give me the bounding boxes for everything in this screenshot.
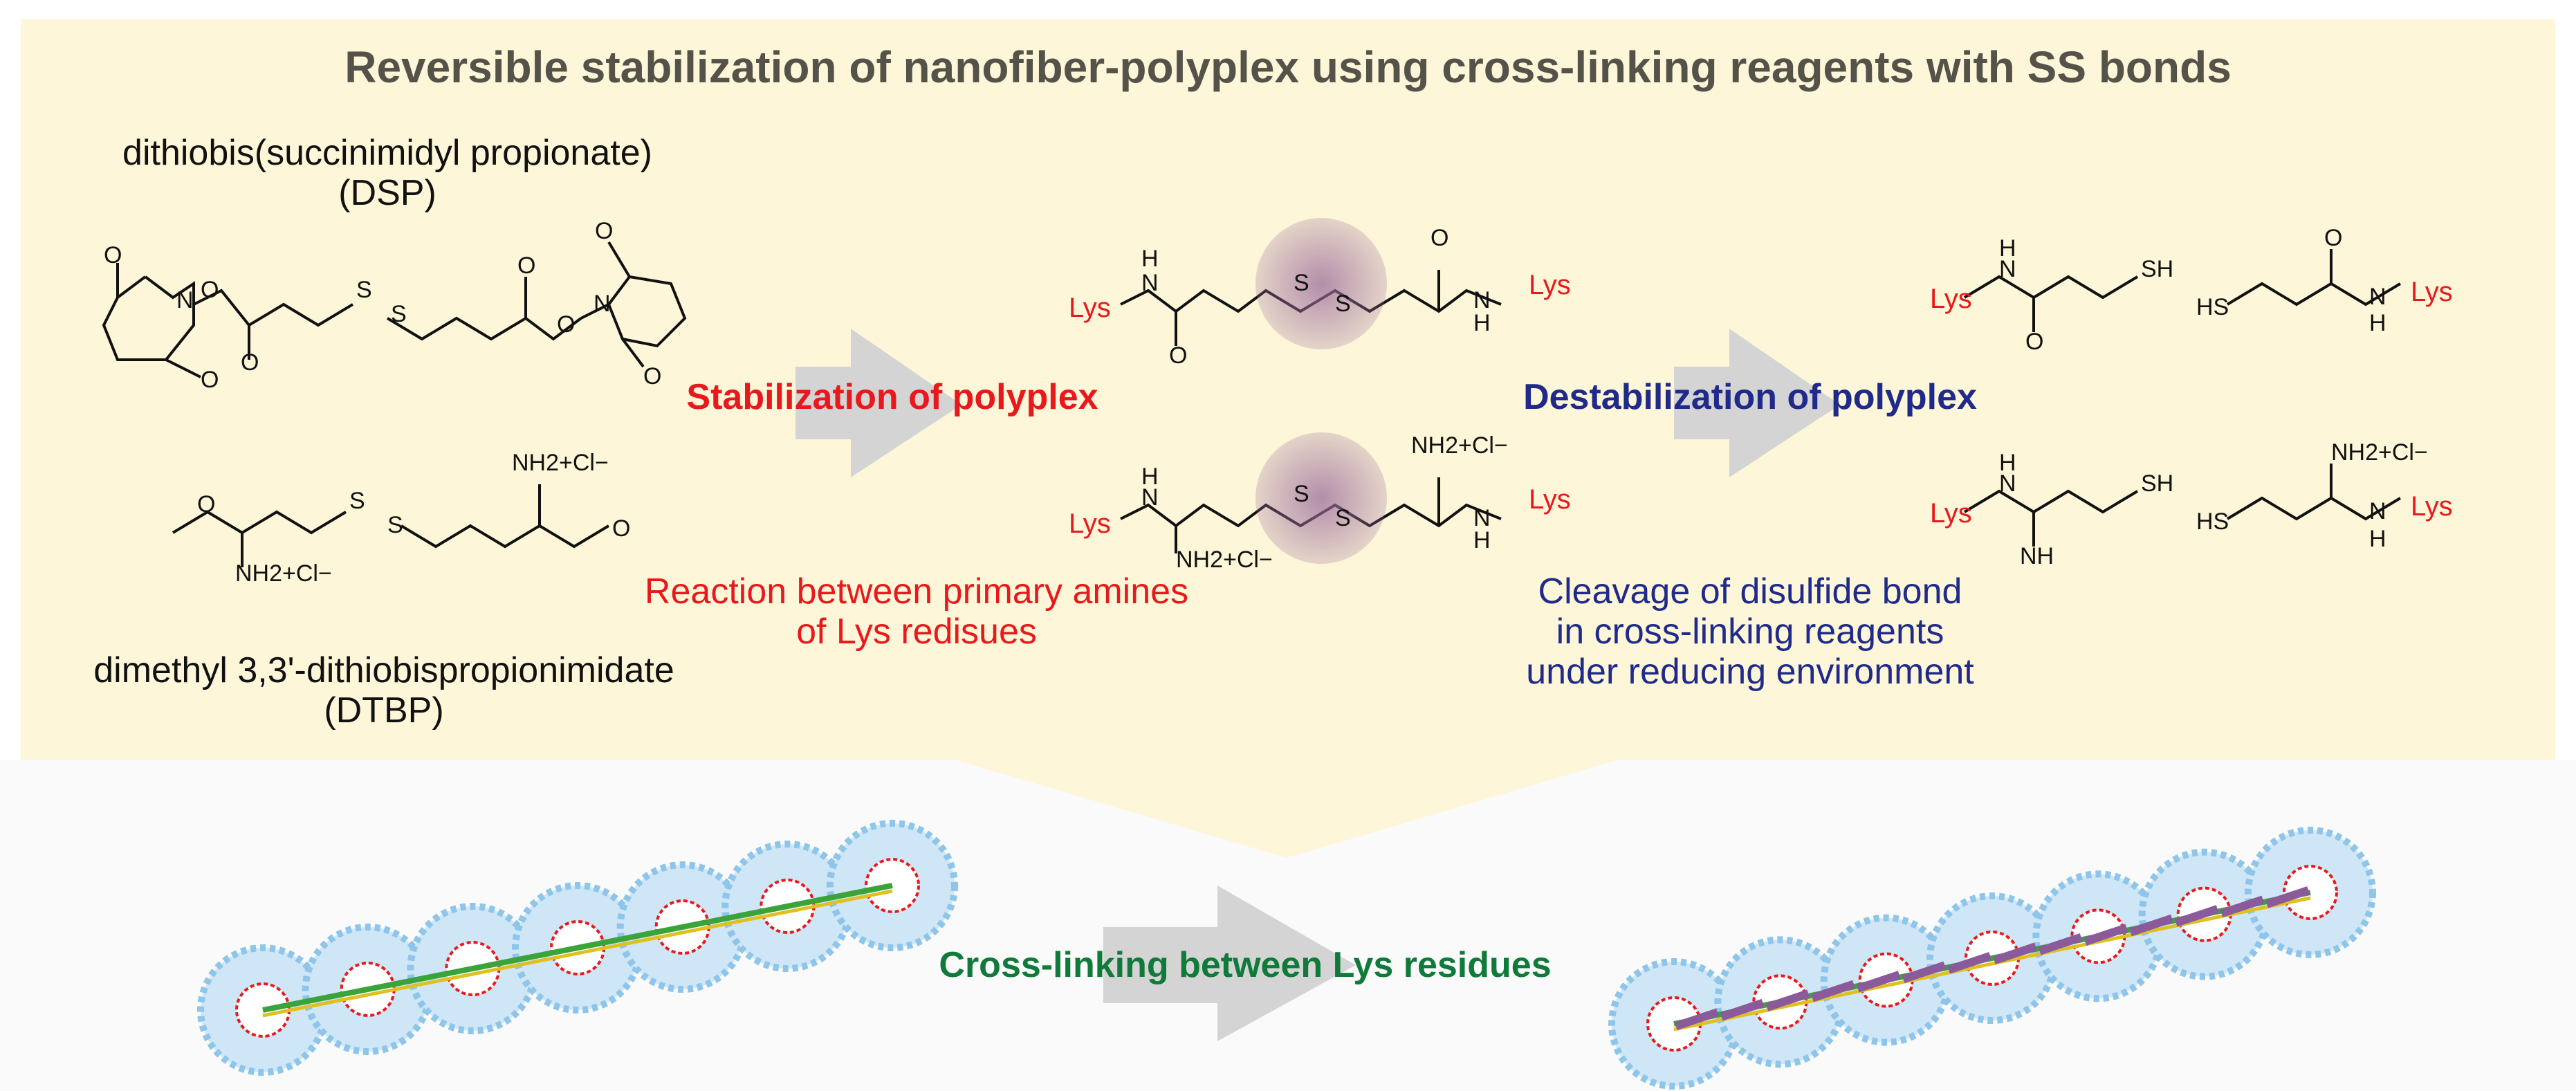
dna-strand [262,889,893,1018]
atom-label: N [1473,505,1491,531]
dtbp-cleaved-products [1963,464,2402,547]
atom-label: H [1999,450,2016,476]
crosslink-mark [1720,998,1765,1021]
atom-label: N [1999,470,2016,497]
crosslink-mark [1856,971,1901,993]
stabilization-label: Stabilization of polyplex [686,377,1098,417]
atom-label: NH2+Cl− [2331,439,2428,466]
atom-label: H [2369,310,2386,336]
lys-label: Lys [1069,508,1111,539]
atom-label: N [1999,256,2016,282]
page-title: Reversible stabilization of nanofiber-po… [344,42,2232,92]
atom-label: NH2+Cl− [512,450,609,476]
dna-strand [262,883,893,1013]
atom-label: NH2+Cl− [1411,432,1508,459]
dsp-name-label: dithiobis(succinimidyl propionate)(DSP) [122,133,652,213]
atom-label: H [1141,464,1159,490]
atom-label: O [197,491,215,517]
atom-label: HS [2196,294,2229,320]
dtbp-name-label: dimethyl 3,3'-dithiobispropionimidate(DT… [93,650,674,731]
atom-label: N [1141,270,1159,296]
crosslinking-label: Cross-linking between Lys residues [939,945,1552,985]
crosslink-mark [1992,942,2037,964]
crosslink-mark [2083,924,2128,946]
stabilization-arrow [795,329,962,477]
atom-label: N [2369,284,2386,310]
atom-label: SH [2141,256,2173,282]
lys-label: Lys [2411,491,2453,522]
top-panel [21,19,2555,760]
funnel-shape [955,760,1619,858]
atom-label: O [1169,342,1187,369]
atom-label: O [201,367,219,393]
atom-label: O [104,242,122,268]
atom-label: NH2+Cl− [235,560,332,587]
dsp-structure [102,241,687,378]
crosslinking-arrow [1103,886,1356,1041]
crosslink-mark [2220,895,2265,918]
atom-label: O [612,515,630,542]
crosslink-mark [2174,905,2219,927]
ss-bond-highlight-2 [1255,432,1387,564]
atom-label: HS [2196,508,2229,535]
lys-label: Lys [1930,284,1972,314]
atom-label: H [1473,310,1491,336]
crosslink-mark [2129,914,2173,937]
ss-bond-highlight-1 [1255,218,1387,349]
atom-label: O [517,253,535,279]
atom-label: O [241,349,259,376]
lys-label: Lys [1930,498,1972,529]
crosslink-mark [1674,1008,1719,1030]
atom-label: O [595,218,613,244]
atom-label: S [1294,481,1309,507]
atom-label: S [387,512,403,538]
atom-label: NH2+Cl− [1176,547,1273,573]
atom-label: O [2324,225,2342,251]
atom-label: O [1430,225,1448,251]
crosslink-mark [2038,933,2083,955]
atom-label: S [391,301,407,327]
crosslink-mark [1811,980,1855,1002]
lys-label: Lys [1529,484,1571,515]
dsp-cleaved-products [1963,249,2402,332]
atom-label: H [1473,527,1491,553]
atom-label: H [1999,235,2016,262]
atom-label: O [643,363,661,389]
dna-strand [1673,896,2311,1032]
dtbp-structure [172,484,610,567]
atom-label: H [2369,526,2386,552]
atom-label: O [2025,329,2043,355]
crosslink-mark [1947,952,1992,974]
lys-label: Lys [2411,277,2453,307]
destabilization-label: Destabilization of polyplex [1523,377,1977,417]
atom-label: S [1335,505,1351,531]
crosslink-mark [1765,989,1810,1011]
atom-label: O [201,277,219,303]
atom-label: S [356,277,372,303]
atom-label: N [2369,498,2386,524]
atom-label: S [349,488,365,514]
atom-label: N [1141,484,1159,511]
atom-label: N [1473,287,1491,313]
atom-label: O [557,311,575,338]
lys-label: Lys [1069,293,1111,323]
atom-label: NH [2020,543,2054,569]
atom-label: N [176,287,194,313]
atom-label: SH [2141,470,2173,497]
atom-label: S [1294,270,1309,296]
destabilization-arrow [1674,329,1840,477]
crosslink-mark [2265,886,2310,908]
lys-label: Lys [1529,270,1571,300]
atom-label: S [1335,291,1351,317]
atom-label: N [594,291,611,317]
atom-label: H [1141,246,1159,272]
crosslink-mark [1902,961,1947,984]
